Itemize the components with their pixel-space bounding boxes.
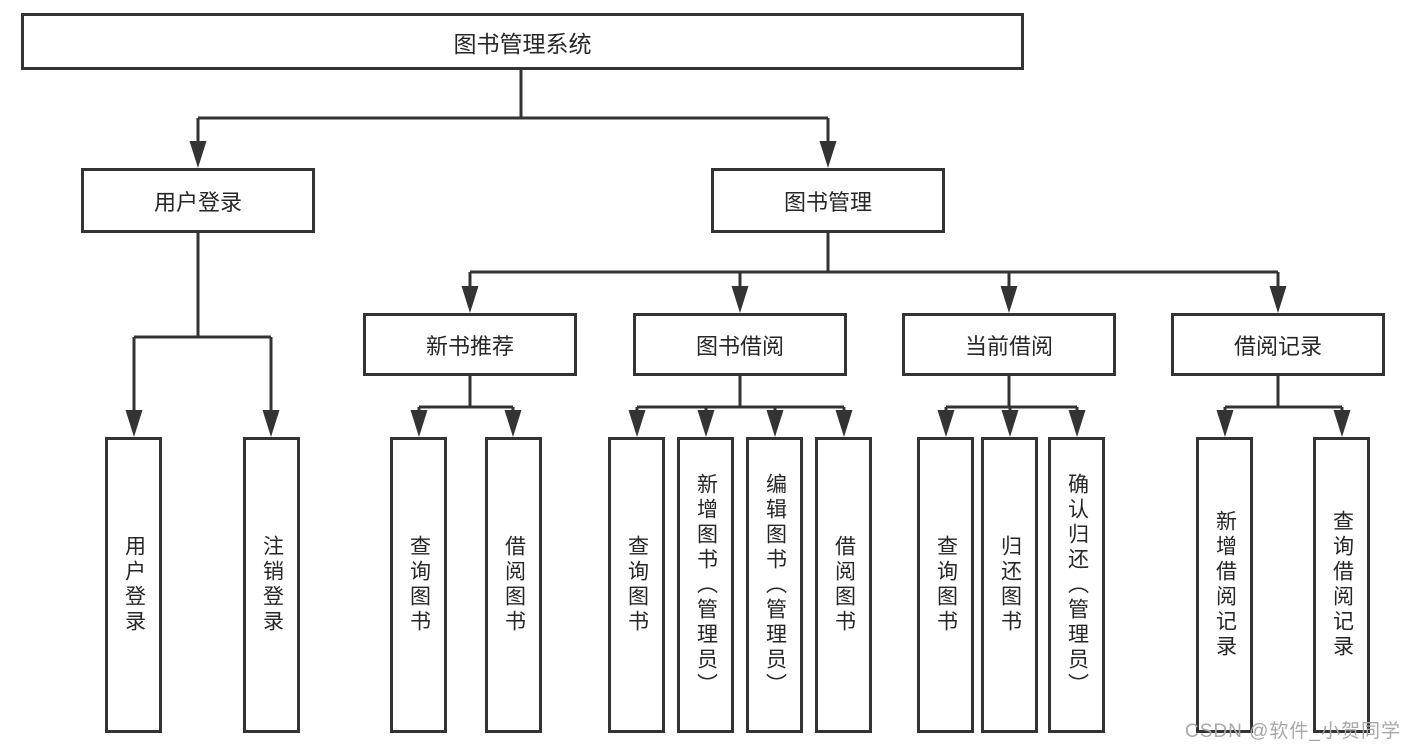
leaf-return-book-label: 归还图书 bbox=[998, 535, 1022, 635]
csdn-watermark: CSDN @软件_小贺同学 bbox=[1185, 721, 1401, 742]
node-current-borrow-label: 当前借阅 bbox=[964, 333, 1053, 359]
leaf-query-borrow-record-label: 查询借阅记录 bbox=[1330, 510, 1354, 660]
leaf-user-login: 用户登录 bbox=[105, 437, 162, 733]
node-user-login: 用户登录 bbox=[81, 168, 315, 233]
leaf-add-book-admin: 新增图书（管理员） bbox=[677, 437, 734, 733]
node-new-book-recommend-label: 新书推荐 bbox=[425, 333, 514, 359]
connector-userlogin-to-leaves bbox=[125, 233, 280, 437]
leaf-query-books-borrow-label: 查询图书 bbox=[625, 535, 649, 635]
connector-recommend-to-leaves bbox=[410, 376, 522, 437]
node-new-book-recommend: 新书推荐 bbox=[363, 313, 577, 376]
leaf-add-borrow-record-label: 新增借阅记录 bbox=[1213, 510, 1237, 660]
connector-root-to-level2 bbox=[189, 69, 837, 168]
node-root: 图书管理系统 bbox=[21, 13, 1024, 70]
leaf-borrow-books-label: 借阅图书 bbox=[832, 535, 856, 635]
leaf-query-books-recommend: 查询图书 bbox=[390, 437, 447, 733]
leaf-edit-book-admin-label: 编辑图书（管理员） bbox=[763, 472, 787, 698]
leaf-logout: 注销登录 bbox=[243, 437, 300, 733]
connector-bookmgmt-to-level3 bbox=[461, 233, 1287, 313]
leaf-confirm-return-admin-label: 确认归还（管理员） bbox=[1065, 472, 1089, 698]
leaf-logout-label: 注销登录 bbox=[260, 535, 284, 635]
leaf-query-books-borrow: 查询图书 bbox=[608, 437, 665, 733]
leaf-query-books-current: 查询图书 bbox=[917, 437, 974, 733]
node-borrow-records: 借阅记录 bbox=[1171, 313, 1385, 376]
node-book-borrow-label: 图书借阅 bbox=[695, 333, 784, 359]
node-root-label: 图书管理系统 bbox=[453, 30, 592, 57]
leaf-add-book-admin-label: 新增图书（管理员） bbox=[694, 472, 718, 698]
leaf-edit-book-admin: 编辑图书（管理员） bbox=[746, 437, 803, 733]
connector-records-to-leaves bbox=[1216, 376, 1351, 437]
leaf-user-login-label: 用户登录 bbox=[122, 535, 146, 635]
node-borrow-records-label: 借阅记录 bbox=[1233, 333, 1322, 359]
node-user-login-label: 用户登录 bbox=[153, 189, 242, 215]
leaf-return-book: 归还图书 bbox=[981, 437, 1038, 733]
leaf-borrow-books-recommend: 借阅图书 bbox=[485, 437, 542, 733]
leaf-borrow-books-recommend-label: 借阅图书 bbox=[502, 535, 526, 635]
connector-borrow-to-leaves bbox=[628, 376, 853, 437]
leaf-add-borrow-record: 新增借阅记录 bbox=[1196, 437, 1253, 733]
node-current-borrow: 当前借阅 bbox=[902, 313, 1116, 376]
node-book-management: 图书管理 bbox=[711, 168, 945, 233]
leaf-query-books-recommend-label: 查询图书 bbox=[407, 535, 431, 635]
leaf-query-books-current-label: 查询图书 bbox=[934, 535, 958, 635]
leaf-borrow-books: 借阅图书 bbox=[815, 437, 872, 733]
leaf-query-borrow-record: 查询借阅记录 bbox=[1313, 437, 1370, 733]
connector-current-to-leaves bbox=[937, 376, 1086, 437]
node-book-borrow: 图书借阅 bbox=[633, 313, 847, 376]
node-book-management-label: 图书管理 bbox=[783, 189, 872, 215]
leaf-confirm-return-admin: 确认归还（管理员） bbox=[1048, 437, 1105, 733]
